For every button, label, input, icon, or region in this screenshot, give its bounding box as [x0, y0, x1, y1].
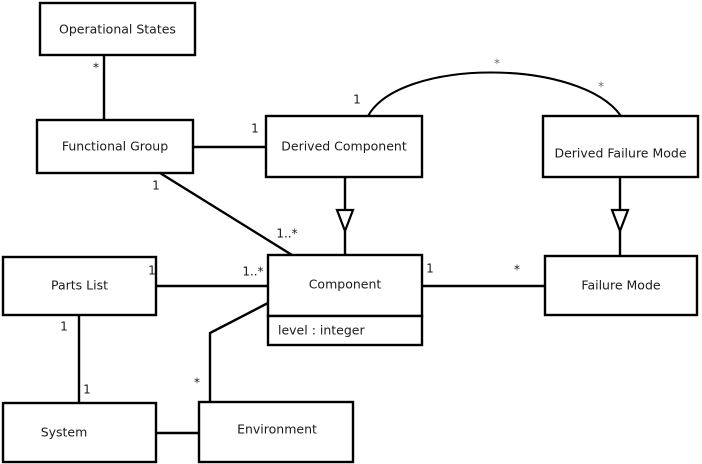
class-box-component[interactable]	[266, 253, 424, 318]
class-system[interactable]: System	[1, 401, 158, 464]
class-operational-states[interactable]: Operational States	[38, 1, 197, 57]
class-box-operational-states[interactable]	[38, 1, 197, 57]
multiplicity-label: 1	[353, 93, 361, 107]
class-box-derived-component[interactable]	[264, 114, 424, 179]
multiplicity-label: 1	[60, 320, 68, 334]
association-component-environment[interactable]	[208, 301, 269, 402]
multiplicity-label: 1	[426, 262, 434, 276]
class-component[interactable]: Component level : integer	[266, 253, 424, 347]
associations-layer	[77, 55, 622, 435]
class-box-parts-list[interactable]	[1, 255, 158, 317]
class-name-derived-failure-mode: Derived Failure Mode	[554, 146, 686, 161]
class-box-environment[interactable]	[197, 400, 355, 464]
multiplicity-label: *	[494, 57, 500, 71]
class-box-functional-group[interactable]	[35, 118, 195, 175]
multiplicity-label: 1..*	[276, 227, 297, 241]
class-box-derived-failure-mode[interactable]	[541, 114, 700, 179]
class-box-failure-mode[interactable]	[543, 254, 699, 317]
class-name-failure-mode: Failure Mode	[581, 278, 660, 293]
class-environment[interactable]: Environment	[197, 400, 355, 464]
multiplicity-label: *	[514, 263, 520, 277]
class-name-parts-list: Parts List	[51, 278, 108, 293]
class-name-environment: Environment	[237, 422, 317, 437]
class-derived-failure-mode[interactable]: Derived Failure Mode	[541, 114, 700, 179]
association-functional-group-component[interactable]	[159, 171, 293, 257]
class-functional-group[interactable]: Functional Group	[35, 118, 195, 175]
generalization-arrow-derived-failure-mode	[610, 208, 630, 235]
class-name-functional-group: Functional Group	[62, 139, 168, 154]
multiplicity-label: 1	[152, 179, 160, 193]
class-derived-component[interactable]: Derived Component	[264, 114, 424, 179]
multiplicity-label: *	[93, 61, 99, 75]
association-derived-component-derived-failure-mode[interactable]	[367, 71, 622, 117]
multiplicity-label: *	[194, 376, 200, 390]
multiplicity-label: *	[598, 80, 604, 94]
class-name-operational-states: Operational States	[59, 22, 176, 37]
multiplicity-label: 1	[148, 264, 156, 278]
class-parts-list[interactable]: Parts List	[1, 255, 158, 317]
generalization-arrow-derived-component	[335, 208, 355, 235]
multiplicity-label: 1	[83, 383, 91, 397]
multiplicity-labels-layer: * 1 1 1..* 1 * * 1 1..* 1 * * 1 1	[60, 57, 604, 397]
generalizations-layer	[335, 177, 630, 256]
class-name-derived-component: Derived Component	[281, 139, 407, 154]
class-attributes-compartment-component[interactable]	[266, 314, 424, 347]
multiplicity-label: 1..*	[242, 265, 263, 279]
class-failure-mode[interactable]: Failure Mode	[543, 254, 699, 317]
multiplicity-label: 1	[251, 122, 259, 136]
class-attribute-component-level: level : integer	[278, 323, 365, 338]
class-name-component: Component	[309, 277, 382, 292]
class-box-system[interactable]	[1, 401, 158, 464]
class-name-system: System	[41, 425, 88, 440]
